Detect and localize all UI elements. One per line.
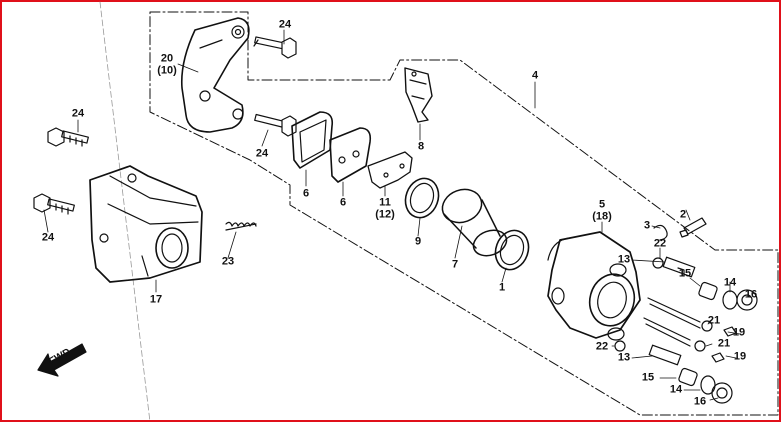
part-label: 1 [498, 281, 506, 294]
brake-pad-6-b [329, 127, 372, 183]
part-label: 2 [679, 208, 687, 221]
part-label: 15 [641, 371, 655, 384]
part-label: 4 [531, 69, 539, 82]
part-label: 23 [221, 255, 235, 268]
part-label: 9 [414, 235, 422, 248]
part-label: 22 [653, 237, 667, 250]
part-label: (12) [375, 208, 395, 221]
assembly-outline-4 [149, 11, 779, 416]
caliper-17 [89, 165, 203, 283]
part-label: 5 [598, 198, 606, 211]
spring-23 [225, 221, 257, 231]
part-label: 7 [451, 258, 459, 271]
part-label: 15 [678, 267, 692, 280]
part-label: 14 [723, 276, 737, 289]
part-label: 22 [595, 340, 609, 353]
part-label: 24 [71, 107, 85, 120]
piston-7 [441, 188, 508, 257]
part-label: 8 [417, 140, 425, 153]
part-label: 21 [717, 337, 731, 350]
part-label: 19 [733, 350, 747, 363]
brake-pad-6-a [291, 111, 334, 169]
part-label: 6 [302, 187, 310, 200]
part-label: 24 [255, 147, 269, 160]
part-label: (18) [592, 210, 612, 223]
part-label: (10) [157, 64, 177, 77]
bracket-20 [180, 17, 250, 133]
bolt-24-mid [254, 113, 297, 137]
part-label: 13 [617, 253, 631, 266]
part-label: 21 [707, 314, 721, 327]
shim-11 [367, 151, 413, 189]
part-label: 16 [693, 395, 707, 408]
pad-clip-8 [404, 67, 433, 123]
part-label: 14 [669, 383, 683, 396]
part-label: 6 [339, 196, 347, 209]
pin-assembly-lower [614, 340, 733, 404]
caliper-body-5 [547, 231, 641, 341]
part-label: 24 [278, 18, 292, 31]
bleeder-valve-2 [679, 217, 707, 238]
bolt-24-left-top [47, 127, 89, 147]
sleeve-pins-21 [643, 297, 713, 352]
leader-lines [43, 29, 749, 401]
part-label: 3 [643, 219, 651, 232]
bleeder-cap-3 [653, 224, 668, 241]
part-label: 19 [732, 326, 746, 339]
bolt-24-left-bottom [33, 193, 75, 215]
bolt-24-top [253, 36, 297, 59]
part-label: 20 [160, 52, 174, 65]
part-label: 17 [149, 293, 163, 306]
part-label: 16 [744, 288, 758, 301]
part-label: 11 [379, 196, 391, 209]
pin-assembly-upper [652, 256, 758, 311]
fwd-arrow-icon [37, 343, 87, 377]
part-label: 13 [617, 351, 631, 364]
part-label: 24 [41, 231, 55, 244]
seal-ring-1 [494, 229, 530, 271]
seal-ring-9 [404, 177, 440, 219]
